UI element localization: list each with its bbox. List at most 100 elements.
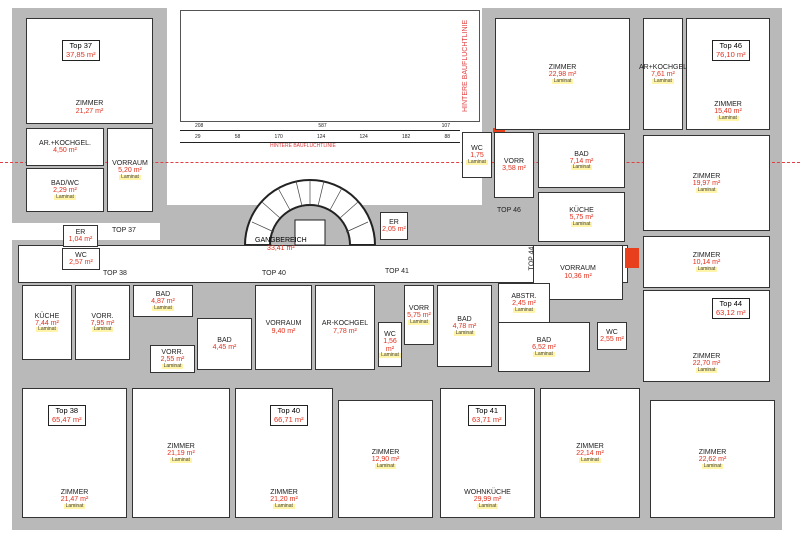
room-name: BAD	[457, 316, 472, 324]
room-floor: Laminat	[513, 306, 535, 313]
room-name: ZIMMER	[548, 64, 577, 72]
room-name: VORR.	[91, 312, 114, 320]
room-area: 21,27 m²	[75, 107, 104, 115]
room-name: WC	[471, 145, 483, 153]
building-line-label-vertical: HINTERE BAUFLUCHTLINIE	[462, 19, 469, 112]
room-area: 7,44 m²	[35, 319, 59, 327]
hallway-gangbereich	[18, 245, 628, 283]
room-floor: Laminat	[152, 304, 174, 311]
courtyard	[180, 10, 480, 122]
unit-name: Top 46	[719, 41, 743, 50]
room-zimmer: ZIMMER 22,98 m² Laminat	[495, 18, 630, 130]
room-area: 2,29 m²	[53, 187, 77, 195]
room-name: ER	[75, 228, 86, 236]
room-ar-kochgel: AR-KOCHGEL 7,78 m²	[315, 285, 375, 370]
room-area: 22,98 m²	[548, 71, 577, 79]
room-name: ZIMMER	[692, 353, 721, 361]
room-zimmer: ZIMMER 19,97 m² Laminat	[643, 135, 770, 231]
room-zimmer: ZIMMER 22,62 m² Laminat	[650, 400, 775, 518]
room-floor: Laminat	[476, 502, 499, 509]
room-name: ABSTR.	[511, 293, 537, 301]
room-zimmer: ZIMMER 21,27 m²	[26, 18, 153, 124]
building-line	[0, 162, 800, 163]
entry-label: TOP 40	[262, 270, 286, 277]
entry-label: TOP 37	[112, 227, 136, 234]
room-bad: BAD 4,87 m² Laminat	[133, 285, 193, 317]
room-area: 22,70 m²	[692, 360, 721, 368]
room-area: 29,99 m²	[473, 496, 502, 504]
room-floor: Laminat	[408, 318, 430, 325]
room-floor: Laminat	[695, 366, 718, 373]
room-name: ZIMMER	[714, 101, 742, 109]
room-area: 4,50 m²	[53, 147, 77, 154]
room-er: ER 2,05 m²	[380, 212, 408, 240]
room-name: BAD	[536, 337, 552, 345]
room-floor: Laminat	[695, 265, 718, 272]
room-bad: BAD 4,78 m² Laminat	[437, 285, 492, 367]
unit-area: 66,71 m²	[274, 414, 304, 424]
fire-door-marker	[493, 128, 505, 133]
dim-label: 58	[234, 134, 241, 140]
room-name: VORRAUM	[265, 320, 302, 328]
room-floor: Laminat	[533, 350, 555, 357]
room-floor: Laminat	[701, 462, 724, 469]
entry-label: TOP 44	[528, 246, 536, 271]
room-name: ZIMMER	[692, 252, 721, 260]
unit-name: Top 41	[475, 406, 499, 415]
room-floor: Laminat	[579, 456, 601, 463]
room-area: 10,36 m²	[564, 272, 592, 280]
room-bad-wc: BAD/WC 2,29 m² Laminat	[26, 168, 104, 212]
room-küche: KÜCHE 7,44 m² Laminat	[22, 285, 72, 360]
room-name: AR-KOCHGEL	[321, 320, 369, 328]
room-ar-kochgel: AR+KOCHGEL 7,61 m² Laminat	[639, 18, 687, 130]
room-area: 2,45 m²	[512, 300, 536, 308]
room-floor: Laminat	[717, 114, 739, 121]
unit-name: Top 37	[69, 41, 93, 50]
room-vorr: VORR 3,58 m²	[494, 132, 534, 198]
unit-name: Top 44	[719, 299, 743, 308]
room-area: 7,14 m²	[569, 157, 594, 165]
hallway-area: 33,41 m²	[267, 244, 295, 252]
hallway-label: GANGBEREICH 33,41 m²	[255, 237, 307, 252]
room-floor: Laminat	[652, 77, 674, 84]
room-area: 2,55 m²	[600, 336, 624, 343]
dimension-line	[180, 130, 460, 131]
unit-name: Top 38	[55, 406, 79, 415]
room-area: 12,90 m²	[371, 456, 400, 464]
room-name: ER	[389, 218, 399, 226]
room-area: 2,05 m²	[382, 226, 406, 233]
room-area: 1,56 m²	[383, 338, 397, 353]
room-name: BAD	[217, 336, 232, 344]
room-name: ZIMMER	[75, 100, 104, 108]
room-area: 9,40 m²	[271, 327, 296, 335]
dim-label: 29	[195, 134, 201, 140]
building-line-label: HINTERE BAUFLUCHTLINIE	[270, 143, 336, 149]
dimension-labels-2: 29 58 170 124 124 182 88	[195, 134, 450, 140]
room-area: 2,57 m²	[69, 259, 93, 266]
room-wohnküche: WOHNKÜCHE 29,99 m² Laminat	[440, 388, 535, 518]
room-wc: WC 2,57 m²	[62, 248, 100, 270]
room-floor: Laminat	[695, 186, 718, 193]
entry-label: TOP 41	[385, 268, 409, 275]
room-vorraum: VORRAUM 5,20 m² Laminat	[107, 128, 153, 212]
room-name: BAD	[155, 291, 171, 299]
room-vorraum: VORRAUM 9,40 m²	[255, 285, 312, 370]
room-area: 1,75	[470, 152, 484, 160]
room-name: BAD/WC	[51, 180, 79, 188]
room-floor: Laminat	[570, 164, 593, 171]
room-abstr-: ABSTR. 2,45 m² Laminat	[498, 283, 550, 323]
staircase	[243, 179, 377, 246]
room-floor: Laminat	[63, 502, 86, 509]
entry-label: TOP 38	[103, 270, 127, 277]
dim-label: 124	[359, 134, 368, 140]
unit-area: 63,12 m²	[716, 307, 746, 317]
room-zimmer: ZIMMER 12,90 m² Laminat	[338, 400, 433, 518]
room-vorr: VORR 5,75 m² Laminat	[404, 285, 434, 345]
unit-name: Top 40	[277, 406, 301, 415]
room-area: 15,40 m²	[714, 108, 742, 116]
room-name: ZIMMER	[692, 173, 721, 181]
room-vorr-: VORR. 2,55 m² Laminat	[150, 345, 195, 373]
